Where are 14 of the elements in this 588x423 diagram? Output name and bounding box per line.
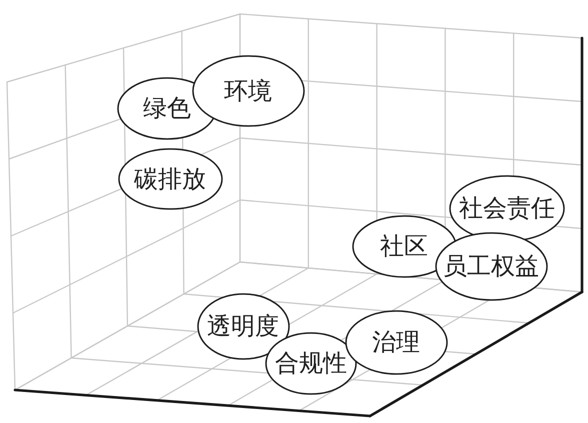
node-label: 治理 [372,328,420,356]
ellipse-node [434,232,548,300]
ellipse-node [192,55,304,127]
node-label: 透明度 [207,312,279,340]
node-label: 合规性 [275,349,347,377]
node-label: 员工权益 [443,252,539,280]
node-label: 环境 [224,77,272,105]
ellipse-node [344,310,448,374]
node-label: 社区 [380,232,428,260]
ellipse-node [118,148,222,210]
node-label: 碳排放 [134,165,206,193]
ellipse-node [449,174,565,242]
node-label: 绿色 [143,94,191,122]
node-label: 社会责任 [459,194,555,222]
